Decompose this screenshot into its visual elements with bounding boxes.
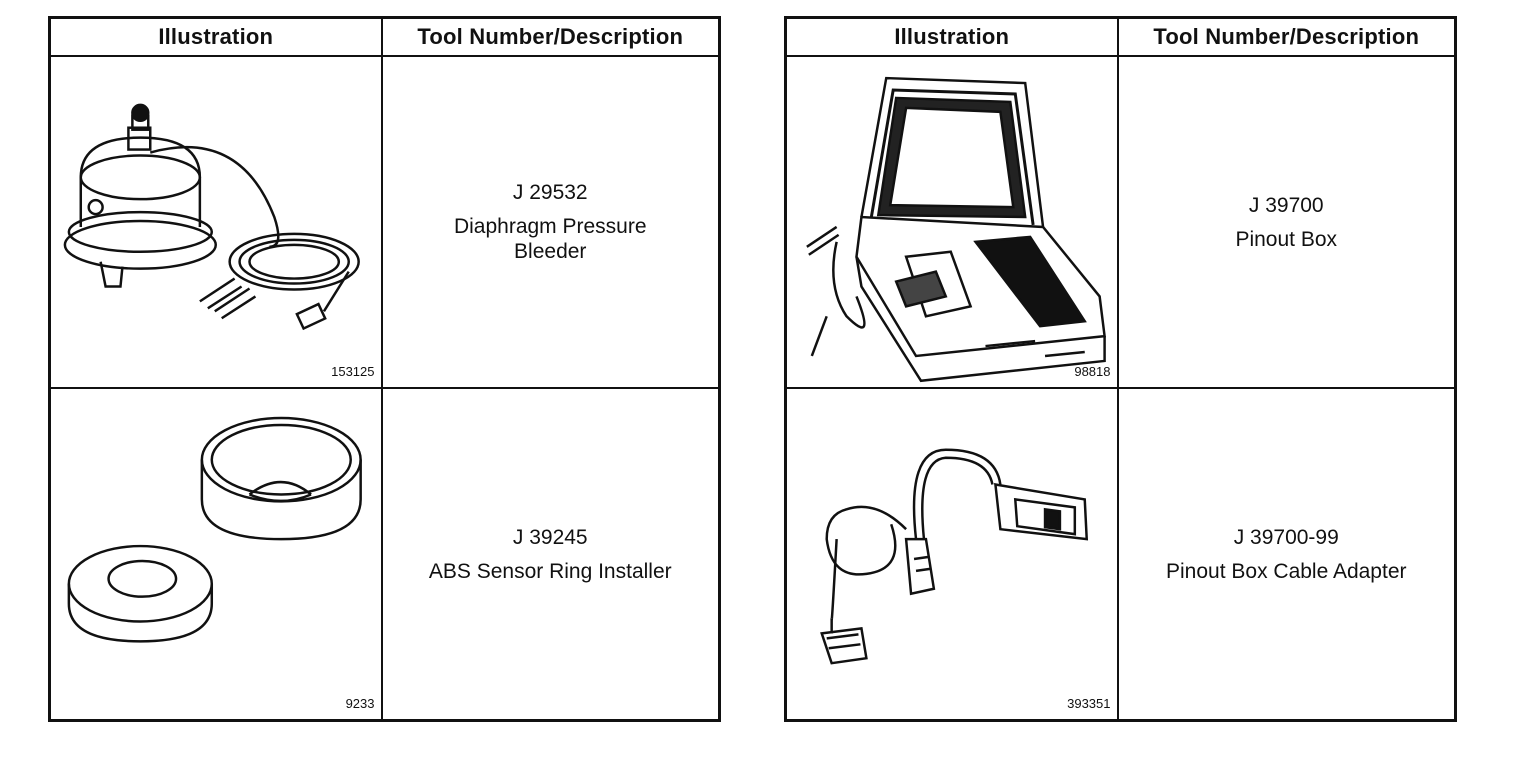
tool-description: Diaphragm Pressure Bleeder	[453, 215, 647, 263]
table-row: 9233 J 39245 ABS Sensor Ring Installer	[48, 387, 721, 722]
description-column-header: Tool Number/Description	[380, 16, 721, 57]
table-header-row: Illustration Tool Number/Description	[784, 16, 1457, 57]
special-tools-table-right: Illustration Tool Number/Description	[784, 16, 1457, 722]
tool-description: Pinout Box	[1235, 227, 1338, 251]
tool-description: ABS Sensor Ring Installer	[428, 559, 672, 583]
pinout-box-case-icon	[806, 76, 1106, 383]
illustration-cell: 9233	[48, 387, 383, 722]
table-row: 98818 J 39700 Pinout Box	[784, 55, 1457, 389]
figure-number: 153125	[331, 364, 375, 379]
diaphragm-pressure-bleeder-icon	[63, 103, 360, 331]
illustration-column-header: Illustration	[784, 16, 1119, 57]
illustration-cell: 98818	[784, 55, 1119, 389]
figure-number: 9233	[345, 696, 375, 711]
table-row: 153125 J 29532 Diaphragm Pressure Bleede…	[48, 55, 721, 389]
tool-number: J 29532	[512, 181, 588, 204]
tool-number: J 39700	[1248, 193, 1324, 217]
figure-number: 98818	[1074, 364, 1111, 379]
table-header-row: Illustration Tool Number/Description	[48, 16, 721, 57]
tool-number: J 39700-99	[1233, 525, 1339, 549]
table-row: 393351 J 39700-99 Pinout Box Cable Adapt…	[784, 387, 1457, 722]
description-cell: J 29532 Diaphragm Pressure Bleeder	[380, 55, 721, 389]
pinout-cable-adapter-icon	[820, 448, 1089, 665]
abs-sensor-ring-installer-icon	[67, 416, 362, 643]
tool-description: Pinout Box Cable Adapter	[1166, 559, 1407, 583]
description-cell: J 39700-99 Pinout Box Cable Adapter	[1116, 387, 1457, 722]
figure-number: 393351	[1067, 696, 1111, 711]
tool-number: J 39245	[512, 525, 588, 549]
illustration-cell: 393351	[784, 387, 1119, 722]
special-tools-table-left: Illustration Tool Number/Description	[48, 16, 721, 722]
description-column-header: Tool Number/Description	[1116, 16, 1457, 57]
illustration-column-header: Illustration	[48, 16, 383, 57]
illustration-cell: 153125	[48, 55, 383, 389]
description-cell: J 39700 Pinout Box	[1116, 55, 1457, 389]
description-cell: J 39245 ABS Sensor Ring Installer	[380, 387, 721, 722]
